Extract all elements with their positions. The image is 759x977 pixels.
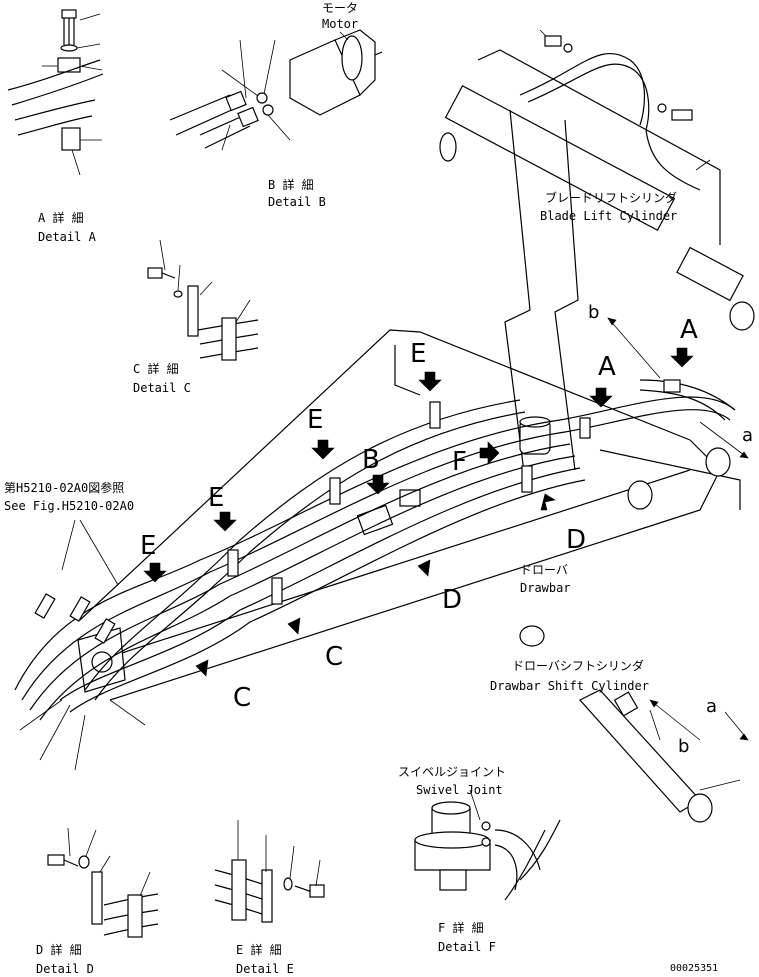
callout-e-3: E — [208, 483, 224, 513]
detail-d-drawing — [47, 827, 159, 938]
callout-b: B — [362, 445, 380, 475]
callout-c-1: C — [325, 642, 343, 672]
swivel-joint-label-en: Swivel Joint — [416, 783, 503, 797]
detail-e-drawing — [214, 820, 325, 923]
shift-cylinder-label-jp: ドローバシフトシリンダ — [512, 658, 644, 673]
arrow-f — [479, 441, 500, 465]
callout-arrows — [143, 347, 694, 677]
detail-b-label-en: Detail B — [268, 195, 326, 209]
blade-leader-line-2 — [554, 119, 579, 471]
arrow-e-1 — [418, 371, 442, 392]
drawing-number: 00025351 — [670, 963, 718, 974]
detail-a-drawing — [7, 9, 104, 176]
detail-c-drawing — [147, 239, 259, 361]
callout-d-2: D — [442, 585, 462, 615]
arrow-b — [366, 474, 390, 495]
callout-e-2: E — [307, 405, 323, 435]
reference-label-en: See Fig.H5210-02A0 — [4, 499, 134, 513]
arrow-a-1 — [589, 387, 613, 408]
left-leader-lines — [19, 519, 146, 771]
blade-lift-label-jp: ブレードリフトシリンダ — [545, 190, 677, 205]
blade-lift-label-en: Blade Lift Cylinder — [540, 209, 677, 223]
detail-e-label-en: Detail E — [236, 962, 294, 976]
callout-f: F — [452, 447, 467, 477]
dimension-arrows — [607, 317, 749, 741]
arrow-d-1 — [540, 493, 556, 511]
arrow-e-4 — [143, 562, 167, 583]
shift-cylinder-label-en: Drawbar Shift Cylinder — [490, 679, 649, 693]
detail-c-label-en: Detail C — [133, 381, 191, 395]
swivel-joint-label-jp: スイベルジョイント — [398, 765, 506, 779]
detail-e-label-jp: E 詳 細 — [236, 942, 282, 957]
blade-lift-cylinder-drawing — [439, 29, 755, 331]
drawbar-label-en: Drawbar — [520, 581, 571, 595]
detail-a-label-jp: A 詳 細 — [38, 210, 84, 225]
detail-a-label-en: Detail A — [38, 230, 97, 244]
motor-label-en: Motor — [322, 17, 358, 31]
callout-a-small-2: a — [706, 696, 717, 717]
callout-a-1: A — [598, 352, 616, 382]
detail-f-drawing — [414, 789, 561, 901]
detail-f-label-jp: F 詳 細 — [438, 920, 484, 935]
detail-d-label-jp: D 詳 細 — [36, 942, 82, 957]
detail-b-label-jp: B 詳 細 — [268, 177, 314, 192]
callout-a-2: A — [680, 315, 698, 345]
detail-d-label-en: Detail D — [36, 962, 94, 976]
drawbar-shift-cylinder-drawing — [519, 625, 741, 823]
arrow-a-2 — [670, 347, 694, 368]
callout-e-1: E — [410, 339, 426, 369]
arrow-e-3 — [213, 511, 237, 532]
detail-c-label-jp: C 詳 細 — [133, 361, 179, 376]
arrow-d-2 — [417, 559, 431, 577]
callout-d-1: D — [566, 525, 586, 555]
callout-e-4: E — [140, 531, 156, 561]
detail-f-label-en: Detail F — [438, 940, 496, 954]
motor-label-jp: モータ — [322, 1, 358, 15]
callout-a-small-1: a — [742, 425, 753, 446]
arrow-c-2 — [195, 659, 209, 677]
drawbar-label-jp: ドローバ — [520, 563, 568, 577]
arrow-c-1 — [287, 617, 301, 635]
arrow-e-2 — [311, 439, 335, 460]
reference-label-jp: 第H5210-02A0図参照 — [4, 480, 124, 495]
detail-b-drawing — [169, 29, 383, 151]
callout-b-small-2: b — [678, 736, 689, 757]
callout-c-2: C — [233, 683, 251, 713]
hydraulic-hoses — [14, 379, 736, 721]
callout-b-small-1: b — [588, 302, 599, 323]
